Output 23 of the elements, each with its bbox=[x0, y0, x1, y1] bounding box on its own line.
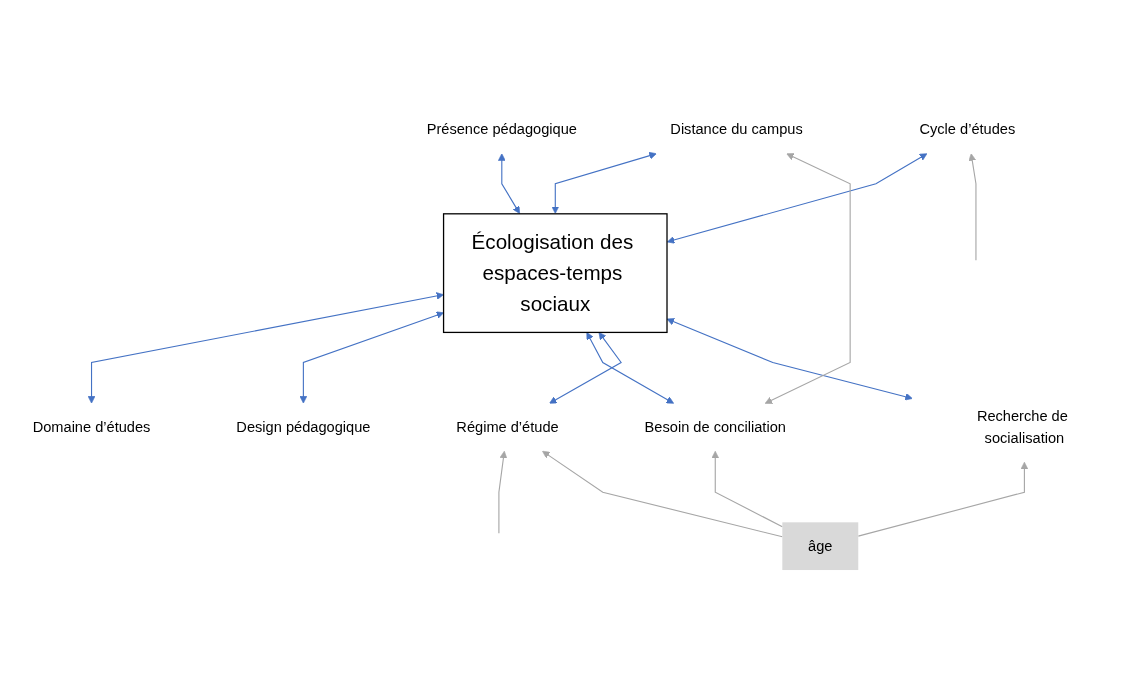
node-text: Distance du campus bbox=[670, 121, 803, 138]
node-text: Besoin de conciliation bbox=[644, 419, 786, 436]
arrow bbox=[667, 153, 928, 244]
arrow bbox=[87, 292, 444, 404]
arrow bbox=[586, 332, 674, 404]
arrow bbox=[551, 152, 657, 214]
node-text: Présence pédagogique bbox=[426, 121, 577, 138]
arrow bbox=[711, 450, 783, 528]
arrow bbox=[498, 153, 520, 214]
node-text: Design pédagogique bbox=[236, 419, 371, 436]
node-box: Écologisation des espaces-temps sociaux bbox=[442, 213, 668, 334]
node-box: âge bbox=[782, 522, 859, 571]
node-text: Domaine d’études bbox=[32, 419, 151, 436]
arrow bbox=[498, 450, 508, 534]
arrow bbox=[299, 311, 444, 404]
node-text: Recherche de socialisation bbox=[976, 408, 1068, 447]
arrow bbox=[857, 461, 1029, 537]
arrow bbox=[968, 153, 977, 261]
arrow bbox=[549, 332, 622, 404]
node-text: Régime d’étude bbox=[456, 419, 559, 436]
arrow bbox=[764, 153, 851, 404]
arrow bbox=[542, 450, 783, 538]
node-text: Cycle d’études bbox=[919, 121, 1016, 138]
